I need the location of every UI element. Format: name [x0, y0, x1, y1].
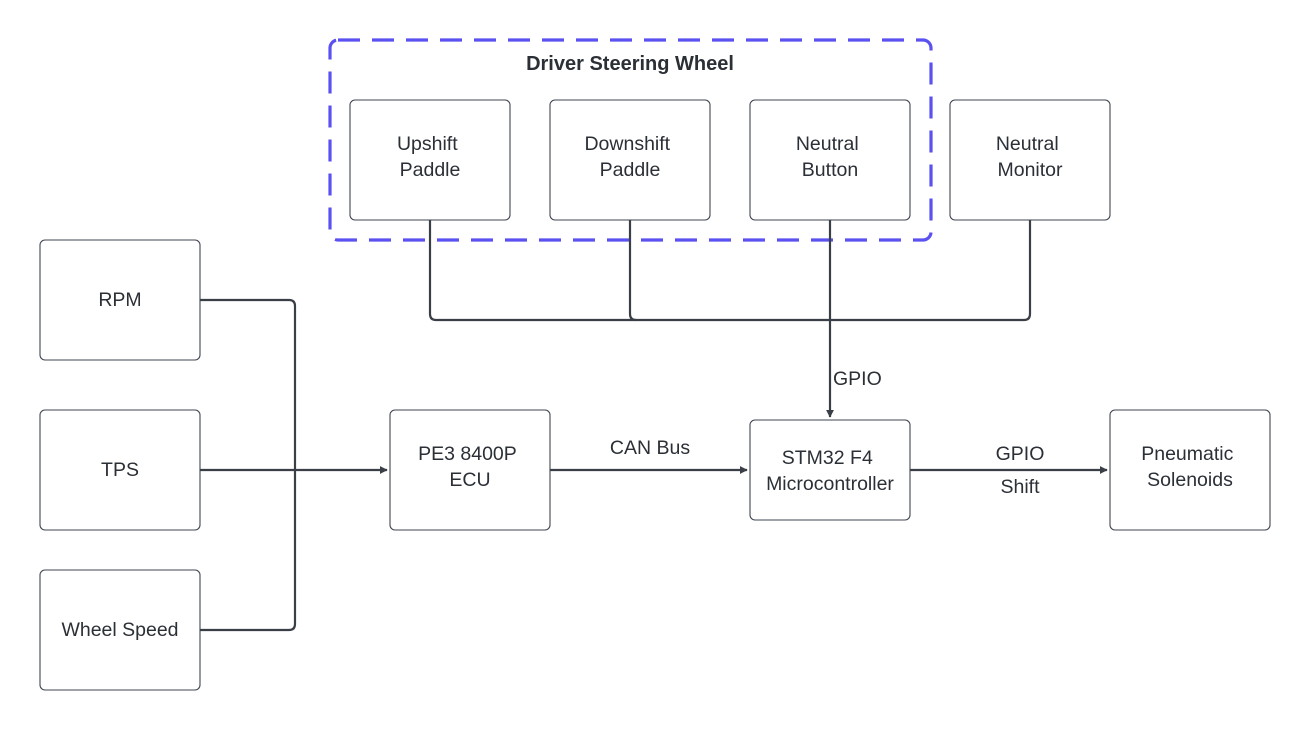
- node-upshift-paddle: Upshift Paddle: [349, 99, 511, 221]
- upshift-paddle-label: Upshift Paddle: [397, 133, 463, 181]
- node-ecu: PE3 8400P ECU: [389, 409, 551, 531]
- steering-wheel-frame: [328, 38, 933, 242]
- node-downshift-paddle: Downshift Paddle: [549, 99, 711, 221]
- neutral-monitor-box: [949, 99, 1111, 221]
- node-pneumatic-solenoids: Pneumatic Solenoids: [1109, 409, 1271, 531]
- node-neutral-button: Neutral Button: [749, 99, 911, 221]
- upshift-paddle-box: [349, 99, 511, 221]
- wheel-speed-label: Wheel Speed: [61, 619, 178, 641]
- tps-label: TPS: [101, 459, 139, 481]
- ecu-label: PE3 8400P ECU: [418, 443, 522, 491]
- downshift-paddle-box: [549, 99, 711, 221]
- node-wheel-speed: Wheel Speed: [39, 569, 201, 691]
- wire-wheel-speed: [200, 470, 297, 632]
- pneumatic-solenoids-label: Pneumatic Solenoids: [1141, 443, 1239, 491]
- wire-neutral-monitor: [830, 220, 1032, 322]
- wire-upshift: [428, 220, 830, 322]
- edge-label-gpio-solenoid: GPIO: [996, 443, 1045, 465]
- wire-downshift: [628, 220, 637, 322]
- edge-label-shift: Shift: [1000, 476, 1040, 498]
- wire-rpm: [200, 298, 297, 470]
- edge-label-gpio-wheel: GPIO: [833, 368, 882, 390]
- downshift-paddle-label: Downshift Paddle: [584, 133, 675, 181]
- rpm-box: [39, 239, 201, 361]
- rpm-label: RPM: [98, 289, 141, 311]
- steering-wheel-title: Driver Steering Wheel: [526, 53, 734, 75]
- node-tps: TPS: [39, 409, 201, 531]
- tps-box: [39, 409, 201, 531]
- wheel-speed-box: [39, 569, 201, 691]
- edge-labels: GPIO CAN Bus GPIO Shift: [610, 368, 1044, 498]
- node-microcontroller: STM32 F4 Microcontroller: [749, 419, 911, 521]
- pneumatic-solenoids-box: [1109, 409, 1271, 531]
- node-rpm: RPM: [39, 239, 201, 361]
- driver-steering-wheel-group: Driver Steering Wheel: [328, 38, 933, 242]
- node-neutral-monitor: Neutral Monitor: [949, 99, 1111, 221]
- neutral-button-label: Neutral Button: [796, 133, 864, 181]
- connections: [200, 220, 1108, 632]
- ecu-box: [389, 409, 551, 531]
- microcontroller-box: [749, 419, 911, 521]
- microcontroller-label: STM32 F4 Microcontroller: [766, 447, 894, 495]
- neutral-monitor-label: Neutral Monitor: [996, 133, 1064, 181]
- edge-label-can-bus: CAN Bus: [610, 437, 690, 459]
- neutral-button-box: [749, 99, 911, 221]
